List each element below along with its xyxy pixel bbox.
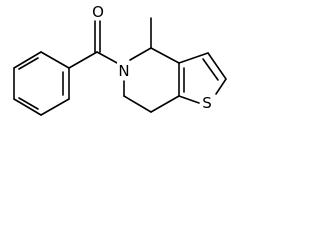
c3a-c3-bond bbox=[178, 52, 209, 64]
phenyl-bond-4 bbox=[13, 98, 42, 116]
c2-s-bond bbox=[215, 78, 227, 95]
chemical-structure: O N S bbox=[13, 3, 227, 116]
carbonyl-nitrogen-bond bbox=[96, 51, 120, 65]
sulfur-atom: S bbox=[200, 94, 214, 112]
phenyl-double-2 bbox=[18, 97, 39, 110]
thiophene-ring bbox=[178, 52, 227, 104]
c7a-c7-bond bbox=[150, 95, 180, 113]
nitrogen-atom: N bbox=[117, 61, 131, 80]
piperidine-ring bbox=[123, 47, 180, 113]
phenyl-double-3 bbox=[18, 57, 39, 70]
nitrogen-label: N bbox=[118, 62, 129, 80]
phenyl-bond-3 bbox=[40, 98, 70, 116]
c3-c2-bond bbox=[207, 52, 227, 80]
oxygen-atom: O bbox=[91, 3, 105, 21]
c3-c2-double-bond bbox=[202, 58, 219, 81]
phenyl-ring bbox=[13, 51, 70, 116]
oxygen-label: O bbox=[92, 3, 104, 21]
s-c7a-bond bbox=[178, 95, 200, 104]
n-c4-bond bbox=[129, 47, 152, 61]
carbonyl-group bbox=[68, 20, 120, 69]
c7-c6-bond bbox=[123, 95, 152, 113]
sulfur-label: S bbox=[202, 94, 212, 112]
phenyl-bond-6 bbox=[13, 51, 42, 69]
phenyl-carbonyl-bond bbox=[68, 51, 98, 69]
phenyl-bond-1 bbox=[40, 51, 70, 69]
c4-c3a-bond bbox=[150, 47, 180, 64]
